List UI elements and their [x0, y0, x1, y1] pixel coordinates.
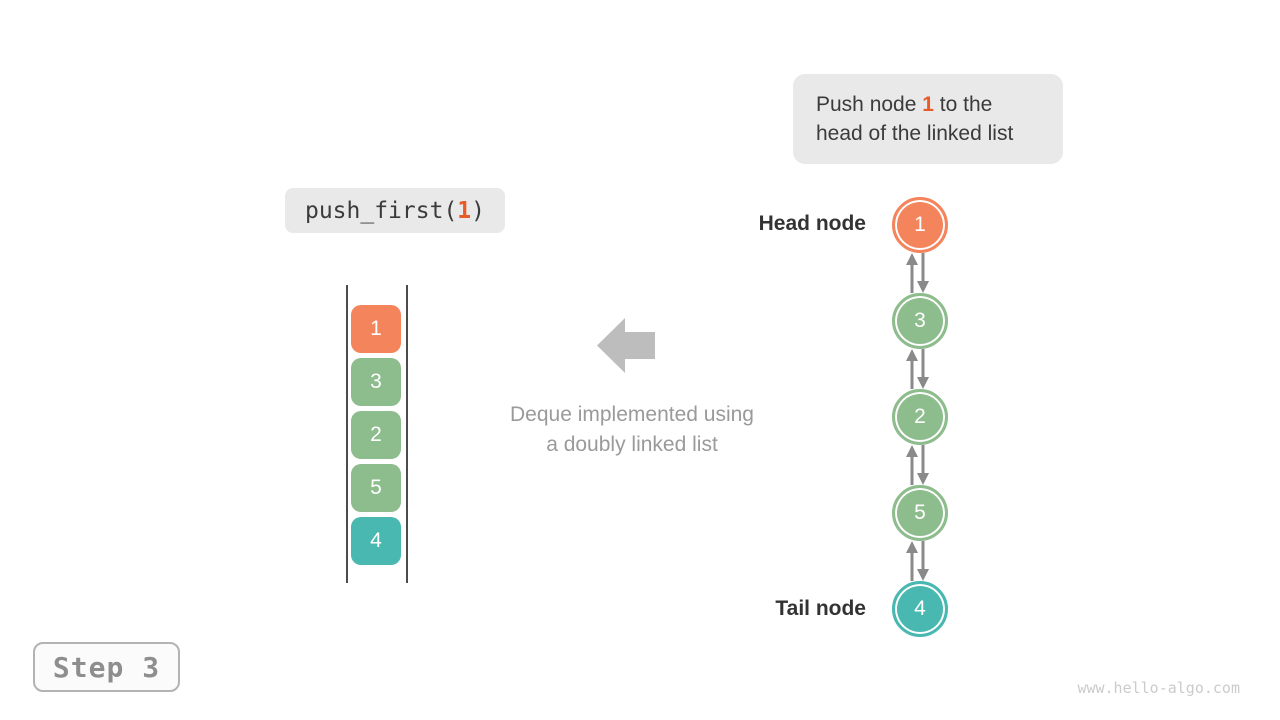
- deque-stack: 1 3 2 5 4: [351, 305, 401, 565]
- bidirectional-arrow-icon: [902, 541, 933, 581]
- step-badge: Step 3: [33, 642, 180, 692]
- list-node-2: 2: [892, 389, 948, 445]
- annotation-line1: Push node 1 to the: [816, 90, 1063, 119]
- annotation-text-pre: Push node: [816, 93, 923, 116]
- bidirectional-arrow-icon: [902, 445, 933, 485]
- stack-right-rail: [406, 285, 408, 583]
- bidirectional-arrow-icon: [902, 253, 933, 293]
- stack-cell-3: 3: [351, 358, 401, 406]
- list-node-5: 5: [892, 485, 948, 541]
- caption-line2: a doubly linked list: [546, 433, 718, 456]
- stack-cell-1: 1: [351, 305, 401, 353]
- annotation-box: Push node 1 to the head of the linked li…: [793, 74, 1063, 164]
- tail-node-label: Tail node: [775, 597, 866, 620]
- list-node-tail: 4: [892, 581, 948, 637]
- stack-cell-4: 4: [351, 517, 401, 565]
- stack-cell-5: 5: [351, 464, 401, 512]
- list-node-3: 3: [892, 293, 948, 349]
- caption: Deque implemented using a doubly linked …: [457, 400, 807, 460]
- stack-cell-2: 2: [351, 411, 401, 459]
- watermark: www.hello-algo.com: [1077, 679, 1240, 697]
- code-chip: push_first(1): [285, 188, 505, 233]
- list-node-head: 1: [892, 197, 948, 253]
- left-block-arrow-icon: [597, 318, 655, 373]
- bidirectional-arrow-icon: [902, 349, 933, 389]
- code-suffix: ): [471, 197, 486, 224]
- annotation-highlight-value: 1: [922, 93, 934, 116]
- code-arg: 1: [457, 197, 472, 224]
- code-prefix: push_first(: [304, 197, 458, 224]
- head-node-label: Head node: [758, 212, 866, 235]
- caption-line1: Deque implemented using: [510, 403, 754, 426]
- annotation-line2: head of the linked list: [816, 122, 1014, 145]
- stack-left-rail: [346, 285, 348, 583]
- annotation-text-post: to the: [933, 93, 993, 116]
- linked-list: 1 3 2 5 4: [892, 197, 948, 638]
